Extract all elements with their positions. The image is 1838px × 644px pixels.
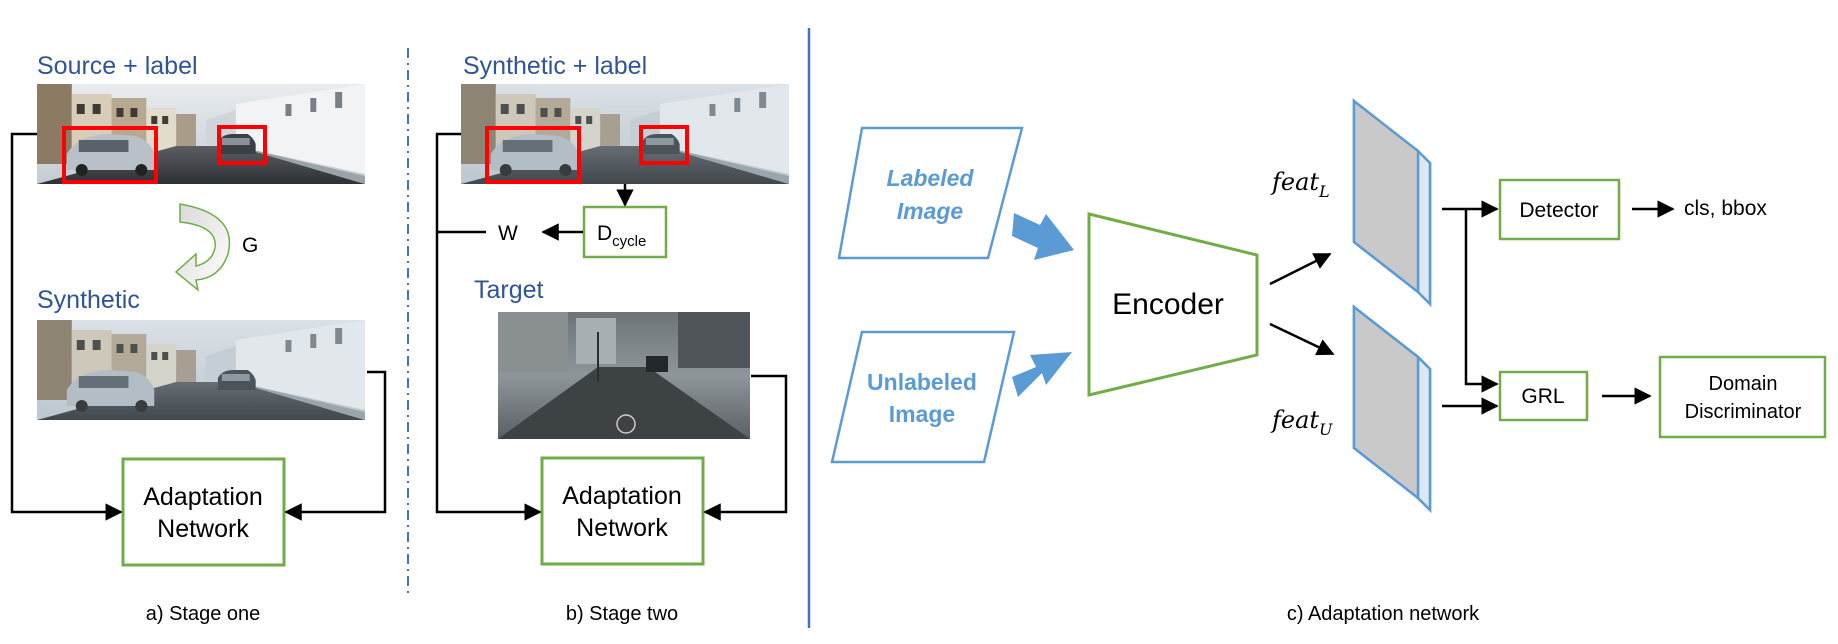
- discriminator-line2: Discriminator: [1685, 401, 1802, 423]
- curved-arrow-icon: [174, 203, 231, 292]
- unlabeled-image-input: [830, 330, 1016, 464]
- grl-box: [1498, 370, 1589, 422]
- unlabeled-input-line2: Image: [889, 401, 955, 427]
- source-bbox-car-right: [217, 125, 267, 165]
- encoder-block: [1087, 212, 1259, 397]
- generator-label: G: [242, 234, 258, 257]
- encoder-to-feat-l-arrow: [1269, 252, 1332, 286]
- unlabeled-input-line1: Unlabeled: [867, 369, 977, 395]
- adaptation-network-box-two: [540, 456, 705, 566]
- synthetic-image: [37, 320, 365, 420]
- source-to-adaptation-arrow: [10, 132, 123, 521]
- synthetic-bbox-car-right: [639, 125, 689, 165]
- domain-discriminator-box: [1658, 355, 1827, 439]
- feat-l-to-grl-arrow: [1464, 209, 1499, 393]
- synthetic-title: Synthetic: [37, 286, 140, 314]
- labeled-input-line2: Image: [897, 198, 964, 224]
- labeled-input-line1: Labeled: [887, 165, 975, 191]
- encoder-to-feat-u-arrow: [1269, 322, 1335, 356]
- stage-one: Source + label G Synthetic Adaptation Ne…: [10, 52, 387, 625]
- adaptation-network-caption: c) Adaptation network: [1287, 603, 1480, 625]
- labeled-image-input: [837, 126, 1024, 260]
- feature-map-unlabeled: [1352, 304, 1432, 514]
- synthetic-bbox-car-left: [485, 126, 581, 184]
- source-bbox-car-left: [62, 126, 158, 184]
- source-label-title: Source + label: [37, 52, 198, 80]
- adaptation-box-one-line2: Network: [157, 515, 249, 543]
- dcycle-label: Dcycle: [597, 222, 646, 250]
- adaptation-box-two-line1: Adaptation: [562, 482, 682, 510]
- feat-u-label: featU: [1270, 406, 1333, 439]
- target-title: Target: [474, 276, 544, 304]
- synthetic-to-adaptation-arrow: [284, 370, 387, 521]
- source-image: [37, 84, 365, 184]
- weight-label: W: [498, 222, 518, 245]
- adaptation-network-box-one: [121, 457, 286, 567]
- adaptation-box-one-line1: Adaptation: [143, 483, 263, 511]
- synthetic-labeled-image: [461, 84, 789, 184]
- encoder-label: Encoder: [1112, 288, 1224, 321]
- unlabeled-to-encoder-arrow: [1012, 352, 1072, 397]
- target-to-adaptation-arrow: [703, 374, 788, 521]
- grl-label: GRL: [1521, 385, 1564, 408]
- stage-one-caption: a) Stage one: [146, 603, 261, 625]
- adaptation-network: Labeled Image Unlabeled Image Encoder fe…: [830, 97, 1827, 625]
- feat-l-label: featL: [1270, 168, 1330, 201]
- detector-label: Detector: [1519, 199, 1598, 222]
- synthetic-labeled-to-adaptation-arrow: [435, 132, 542, 521]
- discriminator-line1: Domain: [1709, 373, 1778, 395]
- synthetic-label-title: Synthetic + label: [463, 52, 647, 80]
- feature-map-labeled: [1352, 97, 1432, 308]
- labeled-to-encoder-arrow: [1012, 213, 1074, 260]
- dcycle-box: [582, 205, 668, 259]
- detector-box: [1498, 178, 1621, 241]
- stage-two-caption: b) Stage two: [566, 603, 678, 625]
- detector-output-label: cls, bbox: [1684, 197, 1767, 220]
- target-image: [498, 312, 750, 439]
- adaptation-box-two-line2: Network: [576, 514, 668, 542]
- stage-two: Synthetic + label Dcycle W Target: [435, 52, 789, 625]
